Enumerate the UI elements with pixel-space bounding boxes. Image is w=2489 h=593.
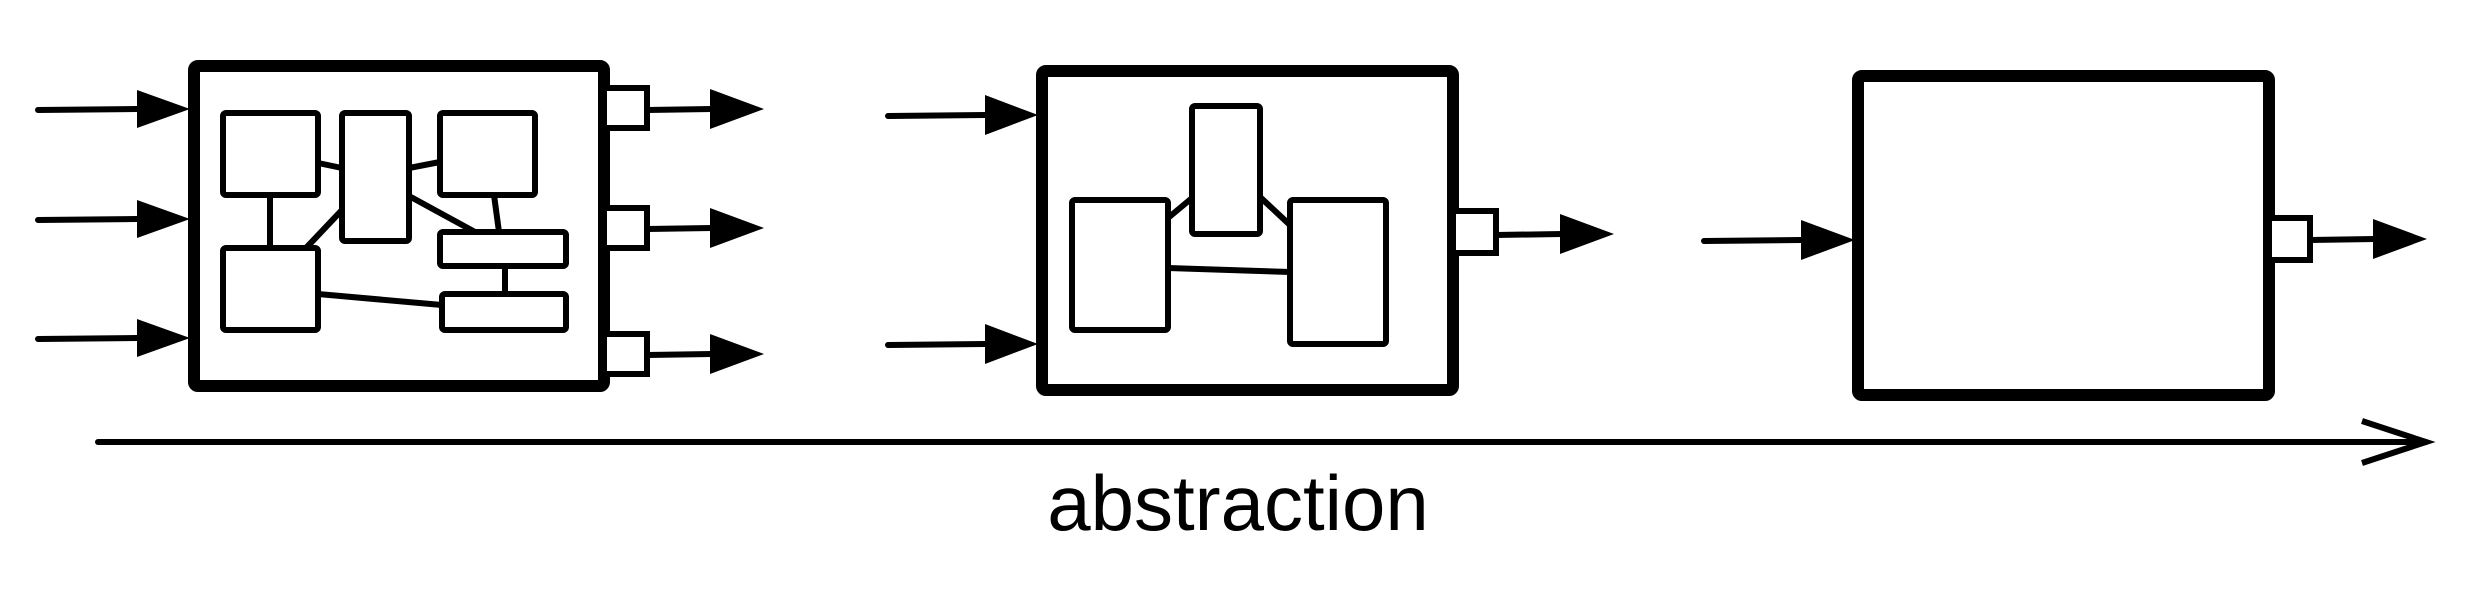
sub-block [1069,197,1171,333]
internal-blocks [1069,103,1389,347]
connector [1166,195,1194,221]
internal-connections [267,159,508,308]
input-arrow-1-head [985,95,1038,135]
input-arrow-1-head [1801,220,1855,260]
input-arrows [35,90,190,357]
output-arrow-1 [1493,231,1565,238]
connector [303,207,345,251]
connector [1257,194,1293,228]
sub-block [437,110,538,198]
output-arrows [2307,219,2427,259]
detailed-component [35,60,764,392]
output-arrow-1-head [710,89,764,129]
sub-block [220,245,321,333]
connector [408,159,441,171]
abstraction-axis: abstraction [95,418,2436,547]
input-arrow-2-head [985,324,1038,364]
sub-block [439,291,569,333]
output-arrow-1-head [1560,214,1614,254]
connector [317,291,443,308]
connector [491,194,502,233]
output-port [2266,215,2313,263]
input-arrow-3 [35,335,140,342]
output-arrow-1 [2307,236,2378,243]
input-arrow-1 [885,112,988,119]
abstract-component [1701,70,2427,401]
output-port-2 [601,205,650,251]
output-port-3 [601,331,650,377]
output-arrows [1493,214,1614,254]
output-port-1 [601,85,650,131]
output-arrow-2-head [710,208,764,248]
component-box-abstract [1852,70,2275,401]
output-arrow-1 [644,106,715,113]
sub-block [1287,197,1389,347]
output-ports [601,85,650,377]
sub-block [1189,103,1263,237]
sub-block [220,110,321,198]
input-arrow-1 [1701,237,1804,244]
intermediate-component [885,65,1614,396]
sub-block [437,229,569,269]
input-arrows [1701,220,1855,260]
internal-blocks [220,110,569,333]
input-arrows [885,95,1038,364]
output-arrow-2 [644,225,715,232]
output-arrow-3-head [710,334,764,374]
connector [407,193,477,235]
output-arrow-3 [644,351,715,358]
internal-connections [1166,194,1293,275]
input-arrow-2 [35,216,140,223]
output-arrows [644,89,764,374]
output-port [1450,208,1499,256]
sub-block [339,110,412,244]
input-arrow-1-head [137,90,190,128]
output-arrow-1-head [2373,219,2427,259]
input-arrow-3-head [137,319,190,357]
axis-arrowhead [2361,418,2436,466]
input-arrow-2 [885,341,988,348]
input-arrow-2-head [137,200,190,238]
connector [317,160,343,171]
axis-label: abstraction [1047,459,1429,547]
connector [1167,265,1291,275]
input-arrow-1 [35,106,140,113]
